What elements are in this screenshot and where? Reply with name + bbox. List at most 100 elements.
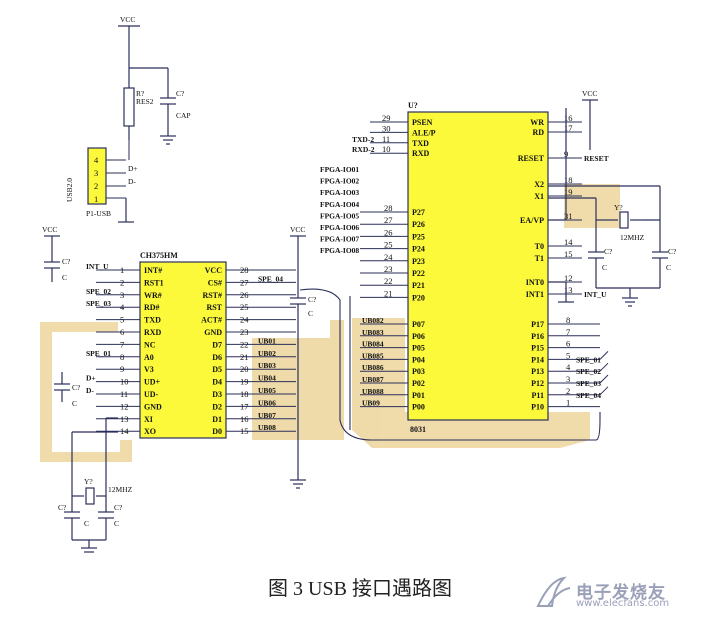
ch375-pin-name: V3 (144, 365, 154, 374)
mcu-pin-number: 23 (384, 264, 393, 274)
usb-crystal-c2v: C (114, 519, 119, 528)
usb-pin-2: 2 (94, 181, 98, 191)
mcu-pin-name: P13 (531, 367, 544, 376)
ch375-pin-number: 10 (120, 377, 129, 387)
vcc-label-ch375: VCC (42, 225, 57, 234)
watermark-logo-icon (536, 576, 571, 607)
ch375-pin-net: UB03 (258, 361, 276, 370)
ch375-pin-net: UB01 (258, 336, 276, 345)
mcu-pin-number: 22 (384, 276, 393, 286)
mcu-pin-name: P24 (412, 245, 425, 254)
cap-vcc-value: C (308, 309, 313, 318)
mcu-pin-name: P00 (412, 403, 425, 412)
mcu-pin-number: 4 (566, 362, 571, 372)
ch375-pin-number: 17 (240, 401, 249, 411)
mcu-pin-number: 11 (382, 134, 390, 144)
vcc-ch375 (44, 235, 60, 282)
usb-pin-1: 1 (94, 194, 98, 204)
mcu-pin-name: X2 (534, 180, 544, 189)
mcu-pin-name: P06 (412, 332, 425, 341)
mcu-pin-number: 28 (384, 203, 393, 213)
mcu-pin-name: P05 (412, 344, 425, 353)
ch375-pin-name: D5 (212, 365, 222, 374)
ch375-pin-number: 5 (120, 315, 124, 325)
cap-value: CAP (176, 111, 191, 120)
mcu-pin-net: UB086 (362, 363, 384, 372)
mcu-pin-net: RESET (584, 154, 609, 163)
watermark: 电子发烧友 www.elecfans.com (530, 574, 710, 612)
reset-resistor (123, 60, 176, 145)
bus-entry (599, 374, 609, 384)
cap-int-ref: C? (62, 257, 71, 266)
bus-entry (599, 386, 609, 396)
ch375-pin-name: ACT# (201, 316, 222, 325)
usb-pin-3: 3 (94, 168, 98, 178)
vcc-label-right: VCC (582, 89, 597, 98)
ch375-pin-number: 2 (120, 277, 124, 287)
vcc-top (118, 25, 140, 60)
usb-crystal-c1: C? (58, 503, 67, 512)
mcu-chip (407, 111, 549, 421)
mcu-pin-name: RXD (412, 149, 430, 158)
ch375-pin-net: D- (86, 386, 94, 395)
mcu-crystal-c2: C? (668, 247, 677, 256)
ch375-right-pins: 28VCC27CS#SPE_0426RST#25RST24ACT#23GND22… (201, 265, 296, 436)
ch375-pin-net: UB04 (258, 374, 276, 383)
usb-pin-4: 4 (94, 155, 99, 165)
ch375-pin-name: RST1 (144, 278, 164, 287)
ch375-pin-name: RXD (144, 328, 162, 337)
mcu-pin-net: INT_U (584, 290, 607, 299)
usb-dminus: D- (128, 177, 136, 186)
ch375-pin-name: INT# (144, 266, 162, 275)
mcu-pin-net: UB085 (362, 351, 384, 360)
mcu-pin-name: P02 (412, 379, 425, 388)
mcu-crystal-c2v: C (666, 263, 671, 272)
usb-dplus: D+ (128, 164, 138, 173)
ch375-pin-number: 25 (240, 302, 249, 312)
usb-side-label: USB2.0 (65, 178, 74, 202)
ch375-pin-name: RST# (202, 291, 222, 300)
mcu-pin-number: 7 (566, 327, 570, 337)
ch375-pin-name: D2 (212, 402, 222, 411)
mcu-ref: U? (408, 101, 418, 110)
ch375-pin-number: 27 (240, 277, 249, 287)
mcu-pin-net: SPE_01 (576, 355, 601, 364)
cap-vcc-ref: C? (308, 295, 317, 304)
mcu-pin-name: P15 (531, 344, 544, 353)
mcu-pin-number: 13 (564, 285, 573, 295)
ch375-pin-name: UD+ (144, 378, 161, 387)
mcu-pin-net: UB087 (362, 375, 384, 384)
ch375-pin-net: UB02 (258, 349, 276, 358)
mcu-pin-net: SPE_04 (576, 391, 601, 400)
mcu-pin-number: 5 (566, 350, 570, 360)
ch375-pin-number: 4 (120, 302, 125, 312)
mcu-pin-net: UB083 (362, 328, 384, 337)
mcu-pin-name: P01 (412, 391, 425, 400)
mcu-pin-number: 1 (566, 398, 570, 408)
resistor-ref: R? (136, 89, 145, 98)
ch375-pin-number: 18 (240, 389, 249, 399)
mcu-pin-name: P03 (412, 367, 425, 376)
mcu-pin-number: 21 (384, 288, 393, 298)
mcu-pin-number: 10 (382, 144, 391, 154)
ch375-pin-number: 11 (120, 389, 128, 399)
bus-entry (599, 351, 609, 360)
mcu-pin-name: P25 (412, 232, 425, 241)
ch375-pin-name: D6 (212, 353, 222, 362)
mcu-pin-number: 16 (564, 113, 573, 123)
figure-caption: 图 3 USB 接口遇路图 (268, 578, 452, 600)
ch375-pin-number: 13 (120, 414, 129, 424)
mcu-p2-net: FPGA-IO02 (320, 177, 359, 186)
mcu-pin-name: P10 (531, 403, 544, 412)
mcu-pin-name: INT1 (526, 290, 544, 299)
mcu-pin-number: 12 (564, 273, 573, 283)
ch375-pin-number: 16 (240, 414, 249, 424)
watermark-text: 电子发烧友 (576, 583, 666, 603)
ch375-pin-number: 15 (240, 426, 249, 436)
mcu-pin-name: P23 (412, 257, 425, 266)
ch375-pin-net: UB07 (258, 411, 276, 420)
mcu-pin-number: 25 (384, 240, 393, 250)
mcu-pin-number: 29 (382, 113, 391, 123)
